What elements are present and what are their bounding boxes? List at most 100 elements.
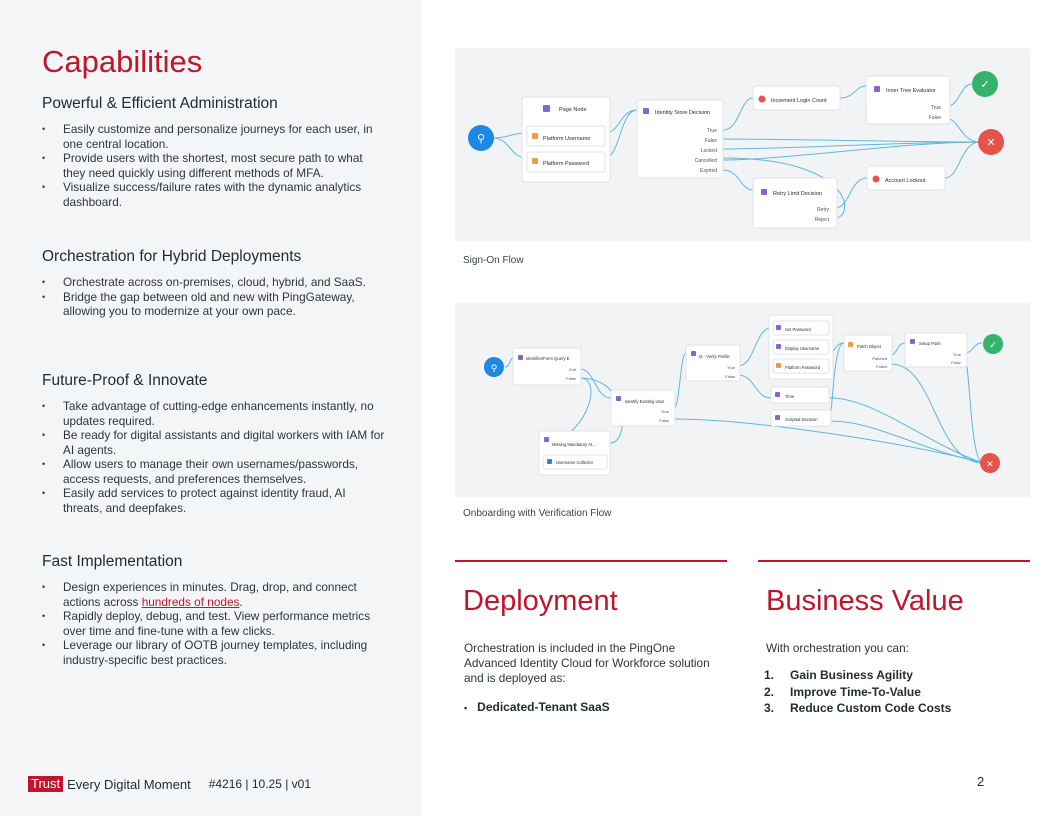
node-icon	[518, 355, 523, 360]
deployment-divider	[455, 560, 727, 562]
account-lockout-box[interactable]	[866, 165, 946, 191]
bullet-item: Be ready for digital assistants and digi…	[42, 428, 387, 457]
bullet-item: Take advantage of cutting-edge enhanceme…	[42, 399, 387, 428]
increment-login-count-box[interactable]	[752, 85, 841, 111]
business-value-intro: With orchestration you can:	[766, 641, 909, 655]
outcome-label: True	[931, 105, 941, 111]
identify-existing-user-box[interactable]	[610, 389, 676, 427]
outcome-label: Exit	[569, 367, 577, 372]
outcome-label: Failed	[876, 364, 887, 369]
outcome-label: False	[566, 376, 577, 381]
success-node[interactable]	[972, 71, 998, 97]
platform-password-box[interactable]	[772, 358, 830, 374]
sign-on-flow-canvas: ⚲ ✓ ✕ Page Node Platform Username Platfo…	[468, 71, 1004, 229]
onboarding-flow-canvas: ⚲ ✓ ✕ Identifier/Form Query E Exit False…	[484, 314, 1003, 476]
section-heading-hybrid: Orchestration for Hybrid Deployments	[42, 248, 302, 265]
diagram-caption: Onboarding with Verification Flow	[463, 508, 612, 519]
set-password-box[interactable]	[772, 320, 830, 336]
platform-password-icon	[532, 158, 538, 164]
user-icon: ⚲	[477, 132, 485, 145]
node-label: Identify Existing User	[625, 399, 665, 404]
node-icon	[776, 363, 781, 368]
list-text: Improve Time-To-Value	[790, 684, 921, 699]
node-label: Missing Mandatory At...	[552, 442, 596, 447]
bullet-text: .	[239, 594, 243, 609]
deployment-bullet: • Dedicated-Tenant SaaS	[464, 700, 610, 714]
page-node-icon	[543, 105, 550, 112]
brand-tagline: Every Digital Moment	[67, 776, 191, 792]
platform-password-box[interactable]	[526, 151, 606, 173]
bullet-list-fast-implementation: Design experiences in minutes. Drag, dro…	[42, 580, 387, 667]
node-label: Retry Limit Decision	[773, 191, 822, 197]
username-collector-box[interactable]	[542, 454, 608, 470]
inner-tree-evaluator-box[interactable]	[865, 75, 951, 125]
bullet-list-hybrid: Orchestrate across on-premises, cloud, h…	[42, 275, 387, 319]
user-icon: ⚲	[491, 364, 498, 374]
outcome-label: False	[725, 374, 736, 379]
list-text: Gain Business Agility	[790, 668, 913, 682]
page-title: Capabilities	[42, 44, 203, 79]
node-label: Account Lockout	[885, 178, 926, 184]
failure-node[interactable]	[978, 129, 1004, 155]
bullet-text: Design experiences in minutes. Drag, dro…	[63, 580, 357, 609]
outcome-label: Expired	[700, 168, 717, 174]
id-verify-profile-box[interactable]	[685, 344, 741, 382]
failure-node[interactable]	[980, 453, 1000, 473]
outcome-label: Patched	[872, 356, 887, 361]
decision-icon	[643, 108, 649, 114]
start-node[interactable]	[468, 125, 494, 151]
page-number: 2	[977, 774, 985, 789]
outcome-label: Reject	[815, 217, 830, 223]
node-icon	[691, 351, 696, 356]
bullet-item: Bridge the gap between old and new with …	[42, 290, 387, 319]
business-value-divider	[758, 560, 1030, 562]
identifier-form-query-box[interactable]	[512, 347, 582, 386]
node-label: Platform Password	[543, 161, 589, 167]
retry-limit-decision-box[interactable]	[752, 177, 838, 229]
node-label: Page Node	[559, 107, 587, 113]
sign-on-flow-diagram: ⚲ ✓ ✕ Page Node Platform Username Platfo…	[455, 48, 1030, 241]
identity-store-decision-box[interactable]	[636, 99, 724, 179]
list-item: 2.Improve Time-To-Value	[764, 684, 951, 701]
x-icon: ✕	[986, 460, 994, 470]
node-label: Time	[785, 394, 795, 399]
increment-icon	[758, 95, 766, 103]
patch-object-box[interactable]	[843, 334, 893, 372]
node-label: Set Password	[785, 327, 812, 332]
deployment-heading: Deployment	[463, 585, 618, 617]
bullet-item: Allow users to manage their own username…	[42, 457, 387, 486]
check-icon: ✓	[980, 78, 989, 91]
success-node[interactable]	[983, 334, 1003, 354]
display-username-box[interactable]	[772, 339, 830, 355]
node-label: Scripted Decision	[785, 417, 818, 422]
bullet-item: Rapidly deploy, debug, and test. View pe…	[42, 609, 387, 638]
node-icon	[544, 437, 549, 442]
business-value-heading: Business Value	[766, 585, 964, 617]
list-text: Reduce Custom Code Costs	[790, 701, 952, 715]
setup-push-box[interactable]	[904, 332, 968, 368]
node-label: Setup Push	[919, 341, 941, 346]
bullet-dot: •	[464, 703, 468, 713]
node-label: Increment Login Count	[771, 98, 827, 104]
outcome-label: True	[707, 128, 717, 134]
node-icon	[776, 325, 781, 330]
hundreds-of-nodes-link[interactable]: hundreds of nodes	[141, 594, 240, 609]
tree-icon	[874, 86, 880, 92]
platform-username-box[interactable]	[526, 125, 606, 147]
outcome-label: False	[951, 360, 962, 365]
scripted-decision-box[interactable]	[770, 409, 832, 427]
connectors	[504, 327, 986, 464]
outcome-label: False	[705, 138, 717, 144]
section-heading-administration: Powerful & Efficient Administration	[42, 95, 278, 112]
deployment-option: Dedicated-Tenant SaaS	[477, 700, 610, 714]
bullet-item: Easily customize and personalize journey…	[42, 122, 387, 151]
node-label: Identity Store Decision	[655, 110, 710, 116]
bullet-item: Orchestrate across on-premises, cloud, h…	[42, 275, 387, 290]
document-code: #4216 | 10.25 | v01	[208, 777, 312, 791]
deployment-body: Orchestration is included in the PingOne…	[464, 641, 710, 685]
platform-username-icon	[532, 133, 538, 139]
start-node[interactable]	[484, 357, 504, 377]
time-box[interactable]	[770, 386, 830, 404]
bullet-item: Leverage our library of OOTB journey tem…	[42, 638, 387, 667]
brand-trust-badge: Trust	[28, 776, 64, 792]
